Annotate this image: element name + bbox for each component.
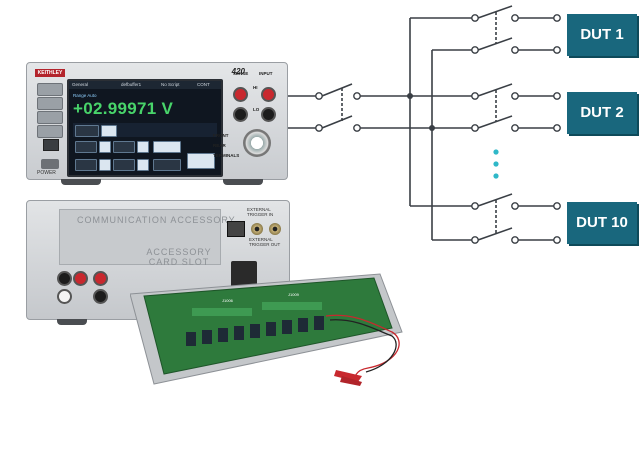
red-test-lead [325, 314, 400, 383]
power-label: POWER [37, 170, 56, 176]
junction-dot-icon [429, 125, 435, 131]
sense-lo-jack-icon [233, 107, 248, 122]
screen-row-1 [73, 123, 217, 137]
alligator-clip-icon [334, 370, 362, 386]
front-foot [223, 179, 263, 185]
help-button[interactable] [37, 111, 63, 124]
terminal-blocks [192, 302, 322, 316]
screen-chip[interactable] [137, 159, 149, 171]
status-buffer: defbuffer1 [121, 82, 142, 87]
main-lo-switch-blade [321, 115, 353, 129]
black-test-lead [329, 319, 397, 373]
terminal-icon [315, 92, 323, 100]
status-bar: General defbuffer1 No Script CONT [69, 81, 221, 89]
relay-icon [314, 316, 324, 330]
scanner-card: J1006 J1009 [130, 273, 403, 386]
accessory-card-slot [59, 209, 221, 265]
screen-chip[interactable] [153, 141, 181, 153]
dmm-rear-panel: COMMUNICATION ACCESSORY ACCESSORY CARD S… [26, 200, 290, 325]
relay-icon [202, 330, 212, 344]
main-hi-switch-blade [321, 83, 353, 97]
screen-chip[interactable] [75, 141, 97, 153]
relay-icon [298, 318, 308, 332]
usb-port-icon [43, 139, 59, 151]
screen-row-2 [73, 139, 217, 153]
range-label: Range Auto [73, 93, 97, 98]
input-hi-jack-icon [261, 87, 276, 102]
measurement-reading: +02.99971 V [73, 99, 174, 118]
relay-icon [234, 326, 244, 340]
bnc-trigger-out-icon [269, 223, 281, 235]
power-button[interactable] [41, 159, 59, 169]
screen-chip[interactable] [75, 159, 97, 171]
screen-chip[interactable] [187, 153, 215, 169]
screen-row-3 [73, 153, 217, 171]
ethernet-port-icon [227, 221, 245, 237]
screen-chip[interactable] [75, 125, 99, 137]
bnc-trigger-in-icon [251, 223, 263, 235]
power-inlet-icon [231, 261, 257, 287]
exit-button[interactable] [37, 125, 63, 138]
screen-chip[interactable] [137, 141, 149, 153]
quickset-button[interactable] [37, 97, 63, 110]
current-jack-icon [243, 129, 271, 157]
dut-1-box: DUT 1 [567, 14, 637, 56]
touchscreen-display[interactable]: General defbuffer1 No Script CONT Range … [67, 79, 223, 177]
slot-label-communication: COMMUNICATION ACCESSORY [77, 215, 236, 225]
rear-foot [57, 319, 87, 325]
screen-chip[interactable] [113, 159, 135, 171]
junction-dots [407, 93, 435, 131]
screen-chip[interactable] [101, 125, 117, 137]
terminal-icon [353, 92, 361, 100]
relay-icon [250, 324, 260, 338]
ext-trigger-in-label: EXTERNAL TRIGGER IN [247, 207, 274, 217]
junction-dot-icon [407, 93, 413, 99]
connector-j2-label: J1009 [288, 292, 300, 297]
terminal-icon [353, 124, 361, 132]
terminals-label: TERMINALS [213, 153, 240, 158]
vertical-ellipsis-icon [493, 149, 499, 179]
rear-terminal-label: REAR [213, 143, 226, 148]
rear-jack-icon [93, 271, 108, 286]
slot-label-accessory: ACCESSORY CARD SLOT [146, 247, 212, 267]
lo-label: LO [253, 107, 260, 112]
ext-trigger-out-label: EXTERNAL TRIGGER OUT [249, 237, 281, 247]
rear-jack-icon [57, 289, 72, 304]
rear-jack-icon [93, 289, 108, 304]
screen-chip[interactable] [99, 141, 111, 153]
model-number: 420 [231, 67, 245, 76]
status-script: No Script [161, 82, 180, 87]
input-lo-jack-icon [261, 107, 276, 122]
dmm-front-panel: KEITHLEY POWER General defbuffer1 No Scr… [26, 62, 288, 185]
connector-j1-label: J1006 [222, 298, 234, 303]
status-left: General [72, 82, 89, 87]
relay-icon [282, 320, 292, 334]
menu-button[interactable] [37, 83, 63, 96]
relay-icon [186, 332, 196, 346]
terminal-block [262, 302, 322, 310]
screen-chip[interactable] [113, 141, 135, 153]
relay-icon [218, 328, 228, 342]
terminal-block [192, 308, 252, 316]
sense-hi-jack-icon [233, 87, 248, 102]
dut-2-box: DUT 2 [567, 92, 637, 134]
terminal-icons [315, 14, 561, 244]
relay-icon [266, 322, 276, 336]
brand-logo: KEITHLEY [35, 69, 65, 77]
dut-10-box: DUT 10 [567, 202, 637, 244]
hi-label: HI [253, 85, 258, 90]
rear-jack-icon [57, 271, 72, 286]
screen-chip[interactable] [153, 159, 181, 171]
status-mode: CONT [197, 82, 210, 87]
terminal-icon [315, 124, 323, 132]
sense-label: SENSE [233, 71, 249, 76]
front-terminal-label: FRONT [213, 133, 229, 138]
front-foot [61, 179, 101, 185]
input-label: INPUT [259, 71, 273, 76]
rear-jack-icon [73, 271, 88, 286]
screen-chip[interactable] [99, 159, 111, 171]
relay-icons [186, 316, 324, 346]
